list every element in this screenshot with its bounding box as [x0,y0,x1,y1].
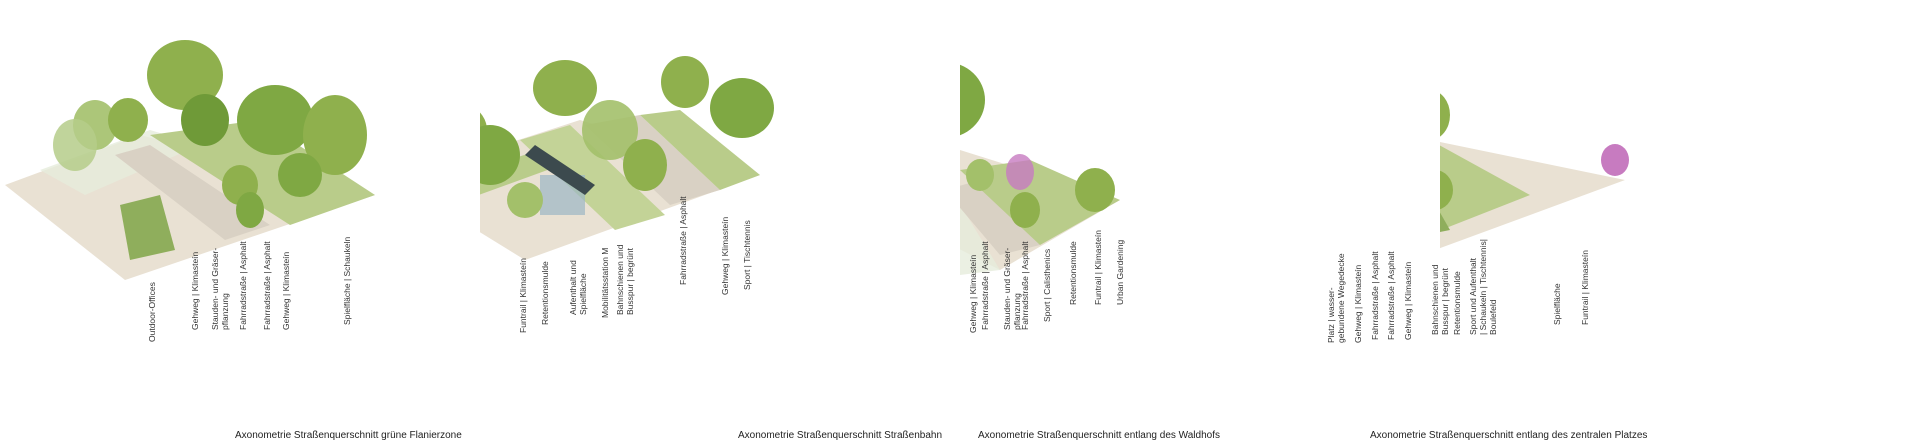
tram [525,145,595,195]
annotation-label: Fahrradstraße | Asphalt [262,241,272,330]
street-path [960,180,1040,255]
tree-canopy [1010,192,1040,228]
panel-caption: Axonometrie Straßenquerschnitt entlang d… [1370,430,1648,441]
annotation-label: Fahrradstraße | Asphalt [1386,251,1396,340]
annotation-label: Gehweg | Klimasteín [1353,264,1363,343]
annotation-label: Spielfläche | Schaukeln [342,236,352,325]
annotation-label: Retentionsmulde [1068,241,1078,305]
tree-canopy-pink [1601,144,1629,176]
panel-flanierzone: Outdoor-Offices Gehweg | Klimasteín Stau… [0,0,480,445]
green-strip [1440,145,1530,231]
tree-canopy [966,159,994,191]
tree-canopy [623,139,667,191]
annotation-label: Sport | Tischtennis [742,220,752,290]
annotation-label: Fahrradstraße | Asphalt [678,196,688,285]
annotation-label: Urban Gardening [1115,239,1125,305]
ground-plane [1440,142,1625,249]
tram-track-green [1440,212,1450,232]
tree-canopy [661,56,709,108]
axonometry-waldhof [960,64,1120,275]
annotation-label: Fahrradstraße | Asphalt [238,241,248,330]
green-strip [640,110,760,190]
tree-canopy [237,85,313,155]
annotation-label: Gehweg | Klimasteín [190,251,200,330]
annotation-label: Stauden- und Gräser-pflanzung [210,247,230,330]
tree-canopy [147,40,223,110]
annotation-label: Sport und Aufenthalt| Schaukeln | Tischt… [1468,239,1498,335]
annotation-label: Retentionsmulde [540,261,550,325]
panel-caption: Axonometrie Straßenquerschnitt grüne Fla… [235,430,462,441]
glass-facade [960,204,1000,275]
tree-canopy [960,64,985,136]
panel-zentraler-platz: Platz | wasser-gebundene Wegedecke Gehwe… [1326,0,1920,445]
tree-canopy [582,100,638,160]
panel-caption: Axonometrie Straßenquerschnitt entlang d… [978,430,1220,441]
planter-beds [120,195,175,260]
tree-canopy [710,78,774,138]
tree-canopy [1440,170,1453,210]
tree-canopy [1440,93,1450,137]
street-path [115,145,270,240]
tree-canopy [53,119,97,171]
annotation-label: Retentionsmulde [1452,271,1462,335]
tree-canopy [181,94,229,146]
axonometry-zentraler-platz [1440,93,1629,249]
annotation-label: Sport | Calisthenics [1042,248,1052,322]
annotation-label: Platz | wasser-gebundene Wegedecke [1326,253,1346,343]
annotation-label: Fahrradstraße | Asphalt [980,241,990,330]
panel-strassenbahn: Funtrail | Klimasteín Retentionsmulde Au… [480,0,960,445]
axonometry-strassenbahn [480,56,774,260]
annotation-label: Funtrail | Klimasteín [1093,230,1103,305]
annotation-label: Stauden- und Gräser-pflanzung [1002,247,1022,330]
annotation-label: Gehweg | Klimasteín [281,251,291,330]
annotation-label: Gehweg | Klimasteín [968,254,978,333]
annotation-label: Outdoor-Offices [147,282,157,342]
panel-waldhof: Gehweg | Klimasteín Fahrradstraße | Asph… [960,0,1440,445]
annotation-label: Mobilitätsstation M [600,247,610,318]
tree-canopy [1075,168,1115,212]
tree-canopy [236,192,264,228]
tree-canopy [108,98,148,142]
panel-caption: Axonometrie Straßenquerschnitt Straßenba… [738,430,942,441]
tree-canopy [480,125,520,185]
green-strip [150,120,375,225]
annotation-label: Fahrradstraße | Asphalt [1370,251,1380,340]
tree-canopy [303,95,367,175]
annotation-label: Gehweg | Klimasteín [720,216,730,295]
glass-facade [40,130,200,195]
axonometry-flanierzone [5,40,375,280]
tree-canopy [278,153,322,197]
annotation-label: Gehweg | Klimasteín [1403,261,1413,340]
annotation-label: Funtrail | Klimasteín [518,258,528,333]
tram-track-green [520,125,665,230]
tree-canopy [533,60,597,116]
annotation-label: Funtrail | Klimasteín [1580,250,1590,325]
annotation-label: Spielfläche [1552,283,1562,325]
green-strip [960,160,1120,245]
annotation-label: Fahrradstraße | Asphalt [1020,241,1030,330]
tree-canopy [507,182,543,218]
tree-canopy-pink [1006,154,1034,190]
